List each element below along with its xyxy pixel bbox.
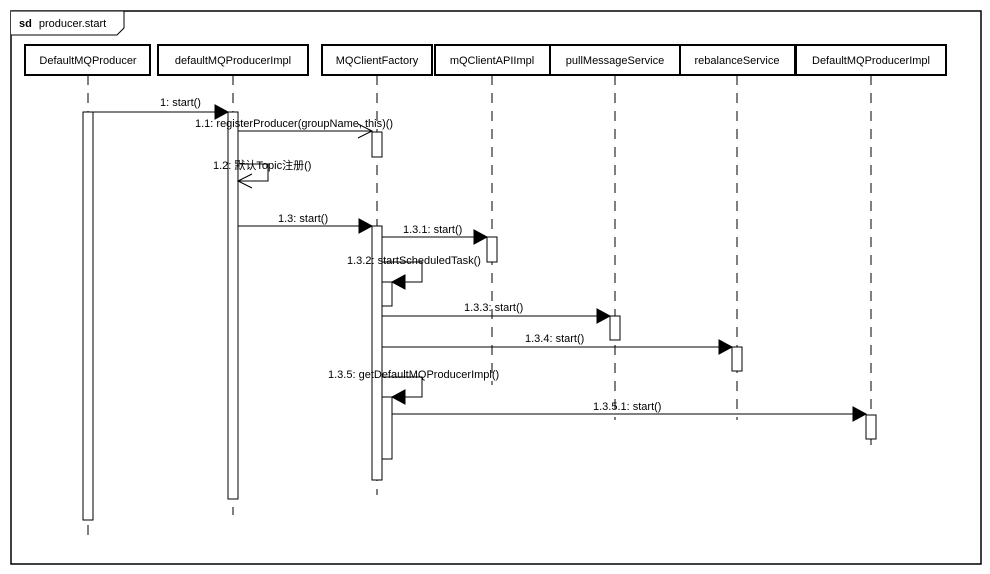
diagram-frame [10, 10, 982, 565]
activation-mqclientfactory-register [371, 131, 383, 158]
activation-defaultmqproducerimpl-2 [865, 414, 877, 440]
filled-arrow-icon [473, 229, 489, 245]
message-label: 1.3.2: startScheduledTask() [347, 255, 481, 267]
filled-arrow-icon [852, 406, 868, 422]
lifeline-name: mQClientAPIImpl [450, 55, 534, 67]
frame-title: sd producer.start [19, 18, 106, 30]
message-label: 1: start() [160, 97, 201, 109]
lifeline-l1: defaultMQProducerImpl [157, 44, 309, 515]
lifeline-l4: pullMessageService [549, 44, 681, 420]
message-6: 1.3.3: start() [382, 302, 612, 324]
self-message-line [382, 261, 423, 283]
message-label: 1.3.5.1: start() [593, 401, 661, 413]
filled-arrow-icon [390, 389, 406, 405]
activation-self-get-impl [381, 396, 393, 460]
activation-rebalanceservice [731, 346, 743, 372]
lifelines: DefaultMQProducer defaultMQProducerImpl MQ… [24, 44, 947, 535]
message-label: 1.3.3: start() [464, 302, 523, 314]
message-label: 1.3.4: start() [525, 333, 584, 345]
open-arrow-icon [236, 173, 253, 189]
message-8: 1.3.5: getDefaultMQProducerImpl() [328, 369, 499, 405]
activation-pullmessageservice [609, 315, 621, 341]
lifeline-name: rebalanceService [695, 55, 780, 67]
lifeline-name: MQClientFactory [336, 55, 419, 67]
filled-arrow-icon [358, 218, 374, 234]
activation-mqclientapiimpl [486, 236, 498, 263]
filled-arrow-icon [214, 104, 230, 120]
activation-defaultmqproducerimpl [227, 111, 239, 500]
lifeline-name: DefaultMQProducerImpl [812, 55, 930, 67]
filled-arrow-icon [718, 339, 734, 355]
message-0: 1: start() [93, 97, 230, 120]
activation-self-scheduled-task [381, 281, 393, 307]
activation-defaultmqproducer [82, 111, 94, 521]
filled-arrow-icon [390, 274, 406, 290]
activation-mqclientfactory-start [371, 225, 383, 481]
message-3: 1.3: start() [238, 213, 374, 234]
lifeline-name: DefaultMQProducer [39, 55, 137, 67]
message-label: 1.3: start() [278, 213, 328, 225]
activations [82, 111, 877, 521]
filled-arrow-icon [596, 308, 612, 324]
message-1: 1.1: registerProducer(groupName, this)() [195, 118, 393, 139]
lifeline-name: defaultMQProducerImpl [175, 55, 291, 67]
lifeline-header-box [24, 44, 151, 76]
message-label: 1.2: 默认Topic注册() [213, 158, 311, 172]
message-7: 1.3.4: start() [382, 333, 734, 355]
lifeline-l2: MQClientFactory [321, 44, 433, 495]
message-9: 1.3.5.1: start() [392, 401, 868, 422]
lifeline-header-box [321, 44, 433, 76]
self-message-line [382, 376, 423, 398]
message-4: 1.3.1: start() [382, 224, 489, 245]
message-label: 1.3.5: getDefaultMQProducerImpl() [328, 369, 499, 381]
message-2: 1.2: 默认Topic注册() [213, 158, 311, 189]
frame-keyword: sd [19, 18, 32, 30]
message-label: 1.3.1: start() [403, 224, 462, 236]
messages: 1: start() 1.1: registerProducer(groupNam… [93, 97, 868, 422]
open-arrow-icon [357, 123, 374, 139]
frame-title-tab [11, 10, 125, 36]
message-label: 1.1: registerProducer(groupName, this)() [195, 118, 393, 130]
message-5: 1.3.2: startScheduledTask() [347, 255, 481, 290]
frame-name: producer.start [39, 18, 106, 30]
self-message-line [238, 163, 269, 182]
lifeline-l6: DefaultMQProducerImpl [795, 44, 947, 450]
lifeline-name: pullMessageService [566, 55, 664, 67]
